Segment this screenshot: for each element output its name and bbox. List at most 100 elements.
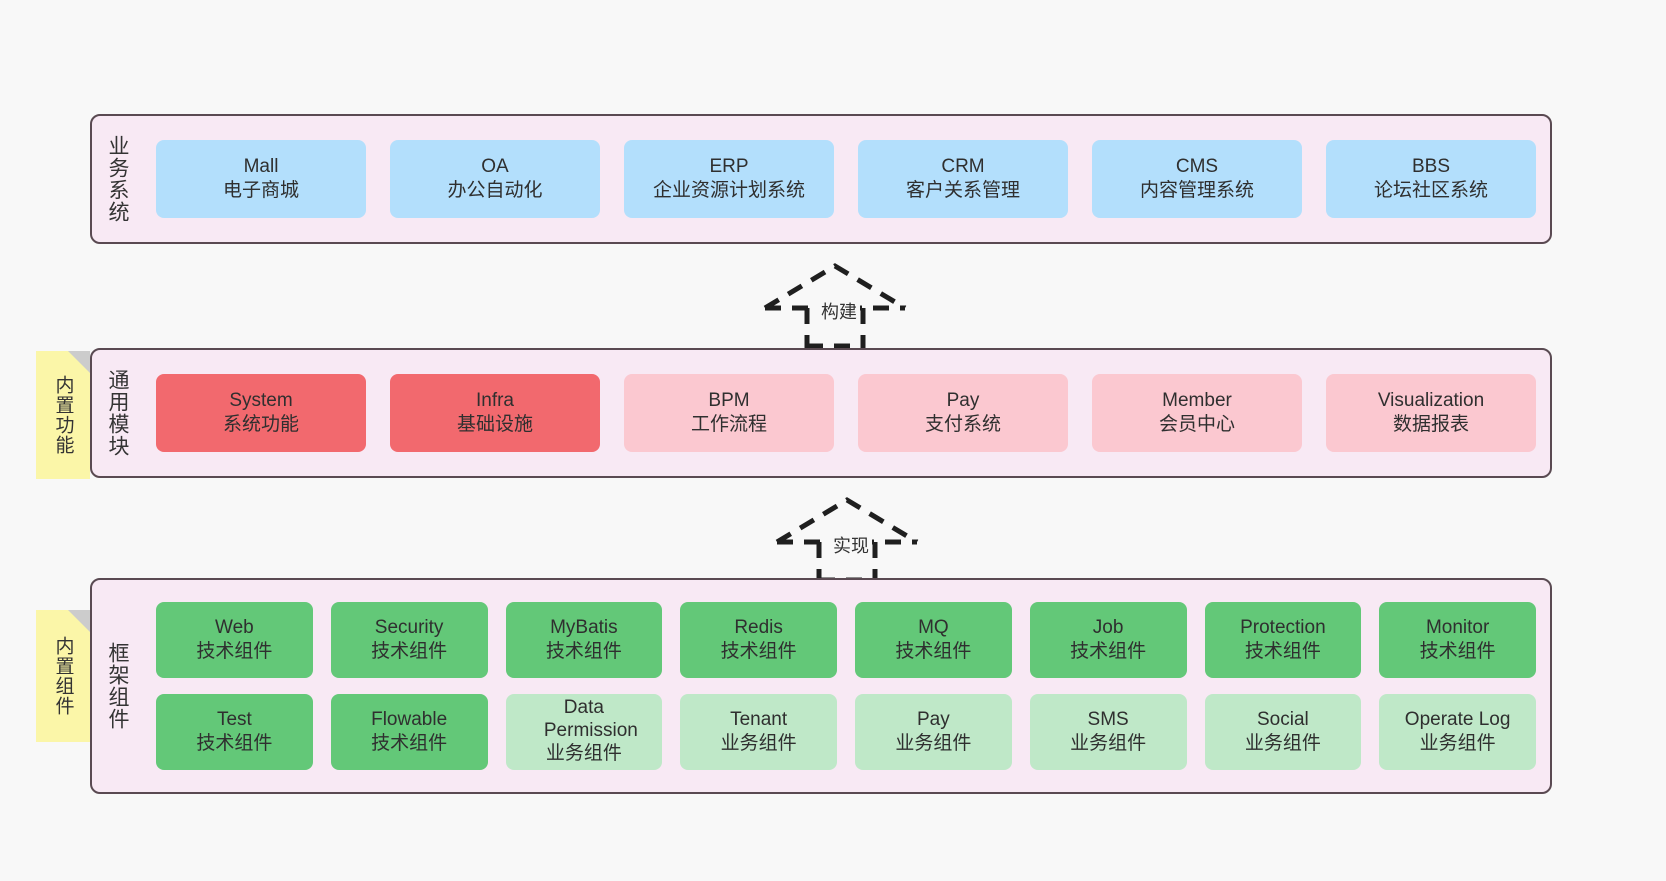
- card-tenant[interactable]: Tenant 业务组件: [680, 694, 837, 770]
- card-title: Monitor: [1425, 616, 1490, 638]
- sticky-note-label: 内置组件: [52, 636, 74, 716]
- card-subtitle: 技术组件: [720, 641, 797, 662]
- card-job[interactable]: Job 技术组件: [1029, 602, 1187, 678]
- card-subtitle: 技术组件: [895, 641, 972, 662]
- card-subtitle: 技术组件: [196, 641, 273, 662]
- card-title: System: [229, 389, 293, 411]
- card-title: Social: [1257, 708, 1309, 730]
- card-title: SMS: [1087, 708, 1129, 730]
- card-title: ERP: [709, 155, 749, 177]
- connector-implement: 实现: [772, 496, 922, 583]
- card-row: Test 技术组件 Flowable 技术组件 Data Permission …: [156, 694, 1536, 770]
- card-title: Tenant: [730, 708, 788, 730]
- card-system[interactable]: System 系统功能: [156, 374, 366, 452]
- card-title: Flowable: [371, 708, 448, 730]
- card-protection[interactable]: Protection 技术组件: [1204, 602, 1362, 678]
- card-title: OA: [481, 155, 509, 177]
- card-flowable[interactable]: Flowable 技术组件: [330, 694, 488, 770]
- card-operate-log[interactable]: Operate Log 业务组件: [1379, 694, 1536, 770]
- card-title: Pay: [946, 389, 980, 411]
- card-data-permission[interactable]: Data Permission 业务组件: [505, 694, 663, 770]
- sticky-note-builtin-features: 内置功能: [36, 351, 90, 479]
- connector-build: 构建: [760, 262, 910, 349]
- card-subtitle: 技术组件: [371, 641, 448, 662]
- layer-body-common-modules: System 系统功能 Infra 基础设施 BPM 工作流程 Pay 支付系统…: [142, 350, 1550, 476]
- card-security[interactable]: Security 技术组件: [330, 602, 488, 678]
- card-cms[interactable]: CMS 内容管理系统: [1092, 140, 1302, 218]
- card-subtitle: 业务组件: [1244, 733, 1321, 754]
- card-subtitle: 业务组件: [895, 733, 972, 754]
- layer-business-systems: 业务系统 Mall 电子商城 OA 办公自动化 ERP 企业资源计划系统 CRM…: [90, 114, 1552, 244]
- card-subtitle: 技术组件: [1070, 641, 1147, 662]
- card-subtitle: 技术组件: [196, 733, 273, 754]
- card-mq[interactable]: MQ 技术组件: [855, 602, 1012, 678]
- card-title: CRM: [941, 155, 985, 177]
- card-subtitle: 业务组件: [720, 733, 797, 754]
- card-subtitle: 业务组件: [1070, 733, 1147, 754]
- card-title: Member: [1162, 389, 1232, 411]
- card-title: BPM: [708, 389, 750, 411]
- card-crm[interactable]: CRM 客户关系管理: [858, 140, 1068, 218]
- card-title: Pay: [917, 708, 950, 730]
- card-subtitle: 企业资源计划系统: [652, 180, 805, 201]
- card-subtitle: 技术组件: [371, 733, 448, 754]
- card-title: Visualization: [1377, 389, 1485, 411]
- card-title: Infra: [475, 389, 515, 411]
- card-sms[interactable]: SMS 业务组件: [1029, 694, 1187, 770]
- card-title: Data Permission: [543, 697, 638, 741]
- card-pay-component[interactable]: Pay 业务组件: [855, 694, 1012, 770]
- layer-label-common-modules: 通用模块: [106, 369, 130, 457]
- layer-label-business-systems: 业务系统: [106, 135, 130, 223]
- card-title: Redis: [734, 616, 783, 638]
- folded-corner-icon: [68, 610, 90, 632]
- card-subtitle: 客户关系管理: [905, 180, 1020, 201]
- card-subtitle: 工作流程: [690, 414, 767, 435]
- card-visualization[interactable]: Visualization 数据报表: [1326, 374, 1536, 452]
- layer-framework-components: 框架组件 Web 技术组件 Security 技术组件 MyBatis 技术组件…: [90, 578, 1552, 794]
- card-title: MyBatis: [550, 616, 618, 638]
- sticky-note-label: 内置功能: [52, 375, 74, 455]
- card-row: System 系统功能 Infra 基础设施 BPM 工作流程 Pay 支付系统…: [156, 374, 1536, 452]
- card-subtitle: 基础设施: [456, 414, 533, 435]
- card-subtitle: 业务组件: [1419, 733, 1496, 754]
- card-bbs[interactable]: BBS 论坛社区系统: [1326, 140, 1536, 218]
- card-title: Protection: [1240, 616, 1326, 638]
- card-row: Mall 电子商城 OA 办公自动化 ERP 企业资源计划系统 CRM 客户关系…: [156, 140, 1536, 218]
- layer-label-framework-components: 框架组件: [106, 642, 130, 730]
- card-web[interactable]: Web 技术组件: [156, 602, 313, 678]
- card-mall[interactable]: Mall 电子商城: [156, 140, 366, 218]
- card-erp[interactable]: ERP 企业资源计划系统: [624, 140, 834, 218]
- card-title: Job: [1092, 616, 1124, 638]
- card-subtitle: 内容管理系统: [1139, 180, 1254, 201]
- card-member[interactable]: Member 会员中心: [1092, 374, 1302, 452]
- card-test[interactable]: Test 技术组件: [156, 694, 313, 770]
- card-subtitle: 数据报表: [1392, 414, 1469, 435]
- card-subtitle: 业务组件: [545, 743, 622, 765]
- card-pay-module[interactable]: Pay 支付系统: [858, 374, 1068, 452]
- card-subtitle: 会员中心: [1158, 414, 1235, 435]
- card-oa[interactable]: OA 办公自动化: [390, 140, 600, 218]
- card-bpm[interactable]: BPM 工作流程: [624, 374, 834, 452]
- card-row: Web 技术组件 Security 技术组件 MyBatis 技术组件 Redi…: [156, 602, 1536, 678]
- card-subtitle: 技术组件: [1244, 641, 1321, 662]
- card-social[interactable]: Social 业务组件: [1204, 694, 1362, 770]
- card-title: MQ: [918, 616, 949, 638]
- card-subtitle: 系统功能: [222, 414, 299, 435]
- card-infra[interactable]: Infra 基础设施: [390, 374, 600, 452]
- card-title: Test: [216, 708, 252, 730]
- layer-common-modules: 通用模块 System 系统功能 Infra 基础设施 BPM 工作流程 Pay…: [90, 348, 1552, 478]
- card-title: Mall: [243, 155, 279, 177]
- card-monitor[interactable]: Monitor 技术组件: [1379, 602, 1536, 678]
- card-redis[interactable]: Redis 技术组件: [680, 602, 837, 678]
- card-subtitle: 电子商城: [222, 180, 299, 201]
- card-title: BBS: [1411, 155, 1451, 177]
- folded-corner-icon: [68, 351, 90, 373]
- card-subtitle: 支付系统: [924, 414, 1001, 435]
- sticky-note-builtin-components: 内置组件: [36, 610, 90, 742]
- card-subtitle: 技术组件: [1419, 641, 1496, 662]
- card-subtitle: 技术组件: [545, 641, 622, 662]
- connector-label-build: 构建: [818, 298, 860, 324]
- card-title: Security: [374, 616, 444, 638]
- card-mybatis[interactable]: MyBatis 技术组件: [505, 602, 663, 678]
